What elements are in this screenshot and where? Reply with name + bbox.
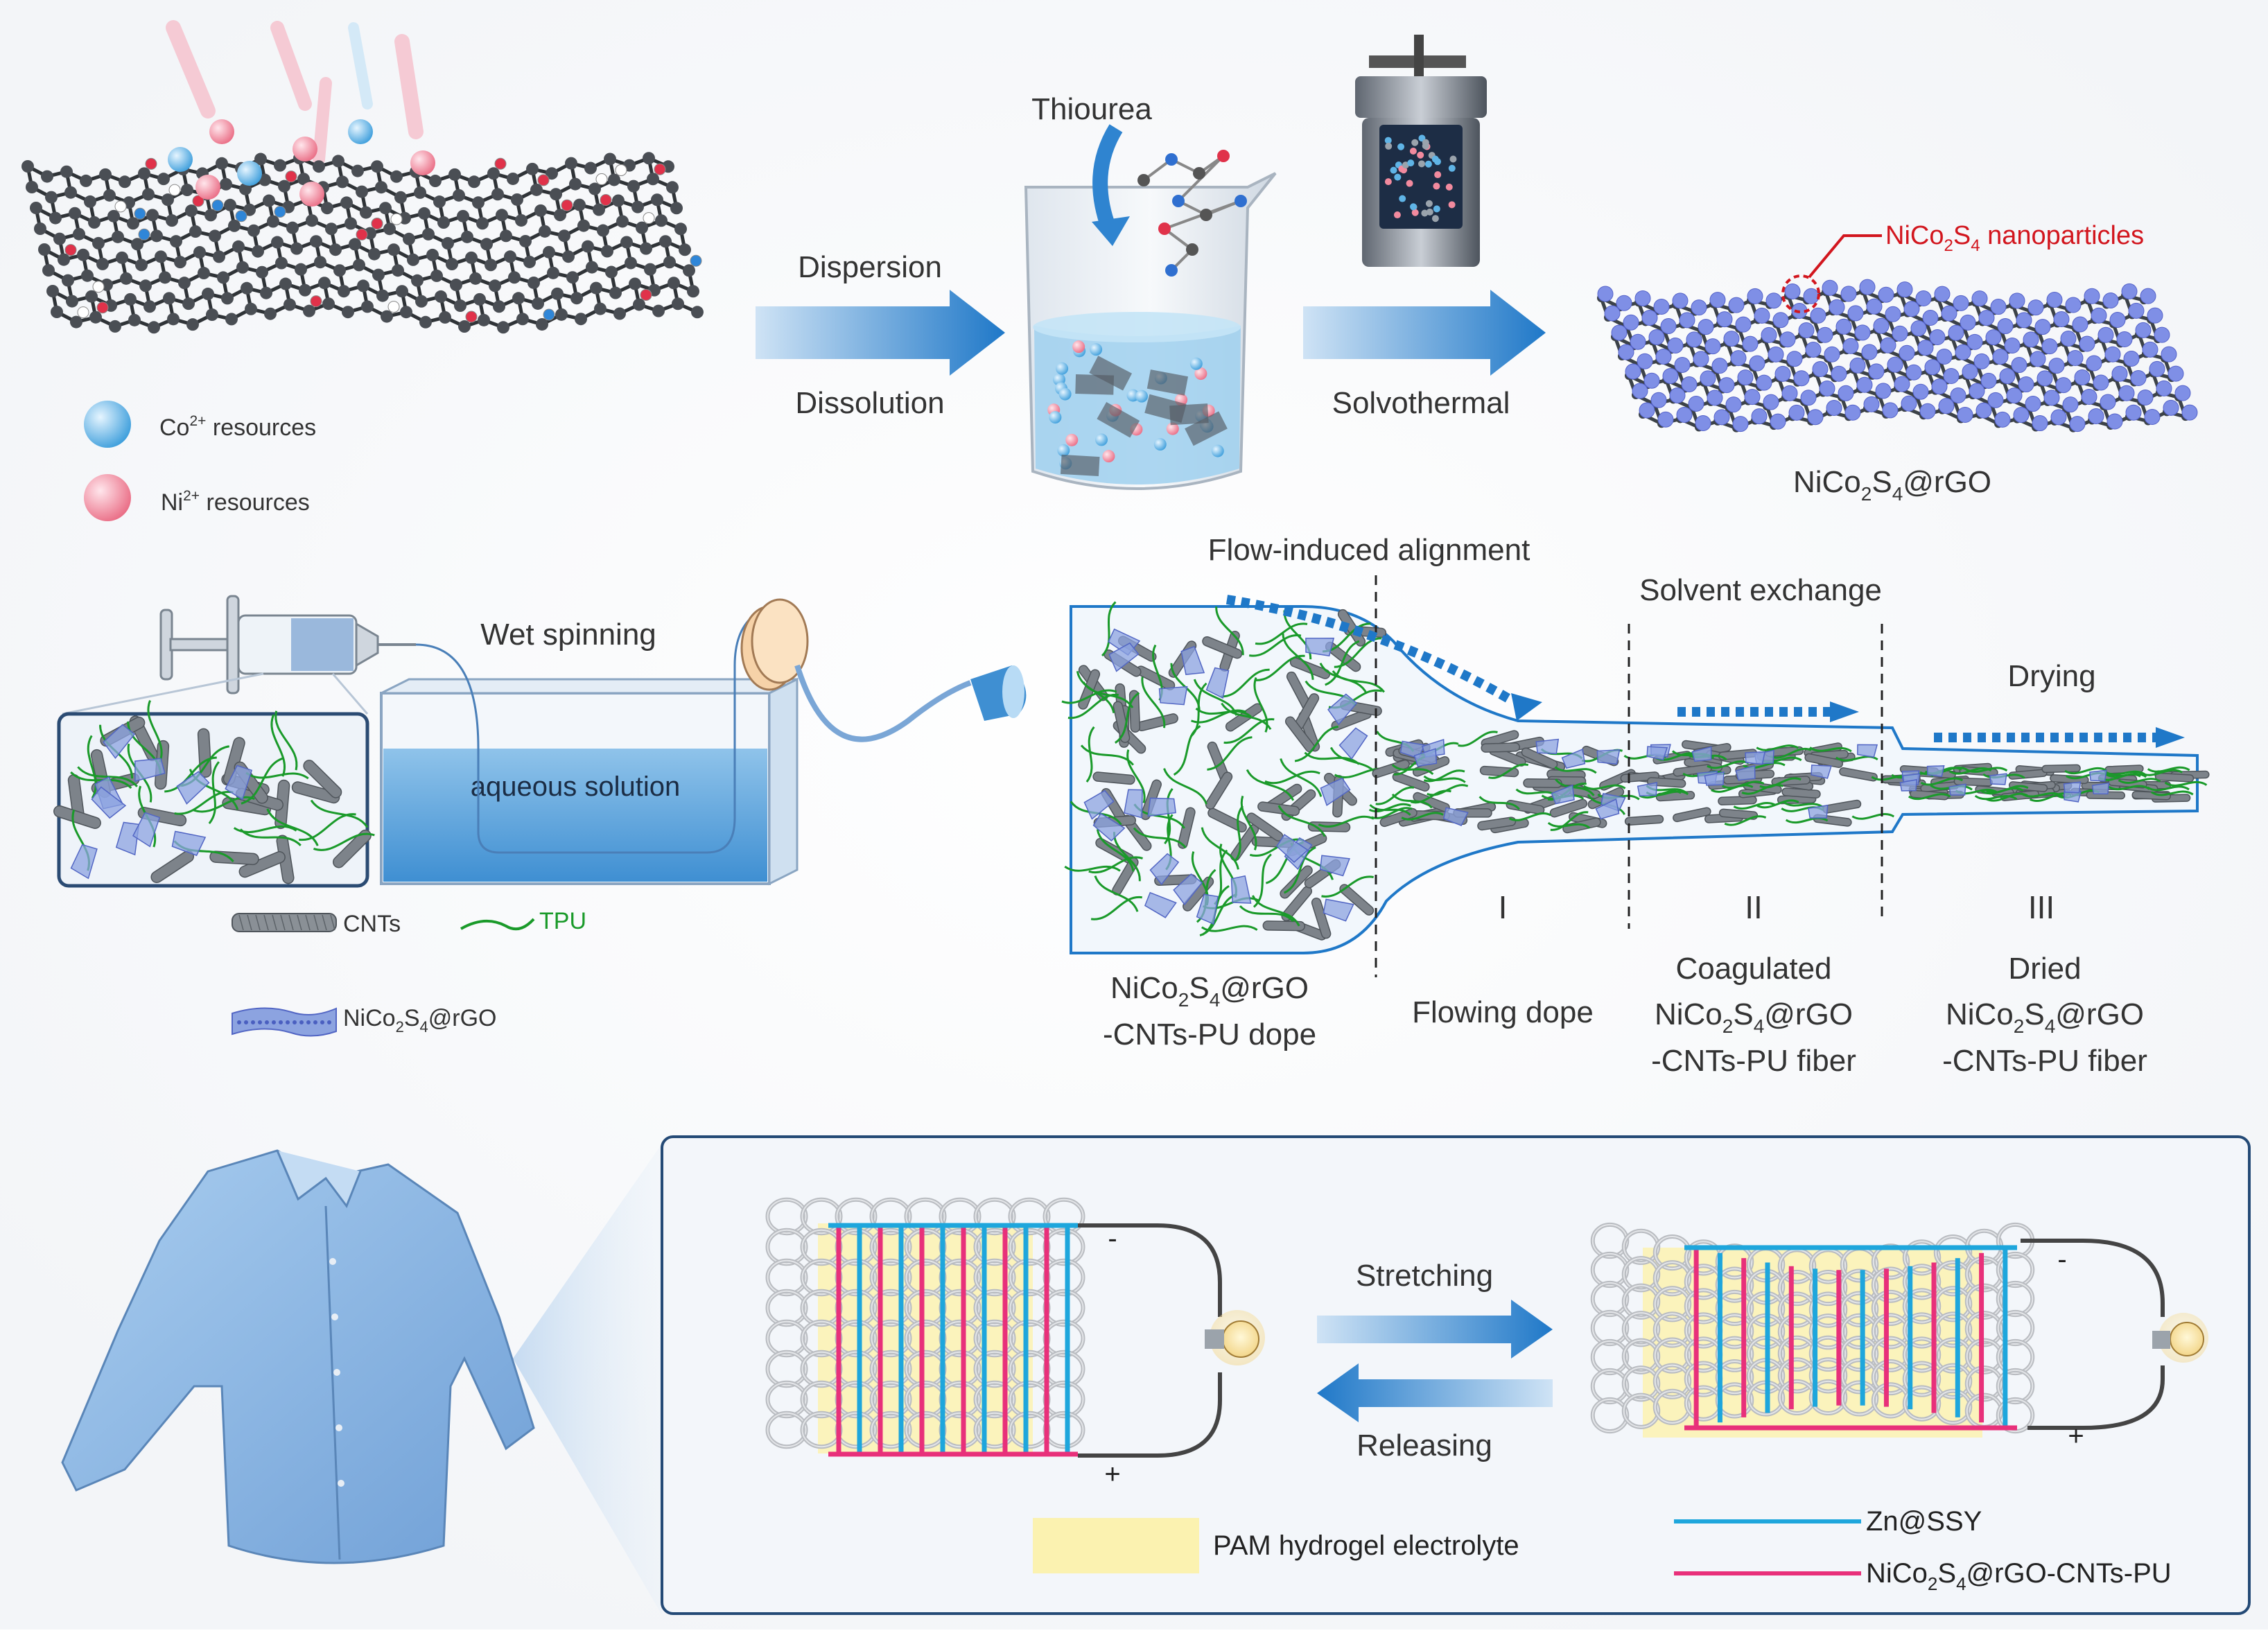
cnt-legend-marker (232, 913, 337, 932)
legend-zn-text: Zn@SSY (1866, 1506, 1982, 1537)
drying-label: Drying (2007, 659, 2095, 693)
knitted-battery-stretched (1590, 1222, 2035, 1438)
spun-fiber-path (415, 609, 769, 854)
fiber-contents (1061, 601, 2210, 941)
incoming-ion-streaks (166, 20, 424, 166)
stretching-label: Stretching (1356, 1259, 1493, 1293)
right-light-bulb-icon (2152, 1313, 2208, 1363)
flow-alignment-label: Flow-induced alignment (1208, 533, 1530, 567)
thiourea-arrowhead (1092, 216, 1130, 246)
stage-i-label: I (1499, 889, 1508, 925)
releasing-arrow (1317, 1363, 1553, 1422)
right-circuit-bottom-wire (2027, 1365, 2165, 1430)
right-circuit-top-wire (2021, 1239, 2165, 1317)
dried-caption-line1: Dried (2008, 952, 2081, 986)
right-positive-terminal: + (2068, 1421, 2084, 1451)
dispersion-arrow (756, 290, 1005, 376)
stretching-arrow (1317, 1300, 1553, 1359)
solvent-exchange-label: Solvent exchange (1639, 573, 1882, 607)
zoom-lines (62, 672, 369, 715)
legend-pam-text: PAM hydrogel electrolyte (1213, 1530, 1519, 1561)
dissolution-label: Dissolution (795, 386, 944, 420)
ni-ion-legend-marker (84, 474, 131, 521)
thiourea-label: Thiourea (1031, 92, 1152, 126)
solvothermal-arrow (1303, 290, 1546, 376)
knitted-battery-relaxed (765, 1197, 1085, 1457)
syringe (159, 595, 416, 695)
flowing-dope-caption: Flowing dope (1412, 995, 1594, 1029)
solvothermal-label: Solvothermal (1332, 386, 1510, 420)
beaker (1024, 172, 1277, 490)
dope-zoom-content (53, 699, 375, 884)
nanoparticle-highlight-circle (1781, 274, 1820, 313)
nico2s4-rgo-sheet (1597, 279, 2198, 433)
take-up-roller (740, 598, 809, 691)
coagulated-caption-line1: Coagulated (1675, 952, 1831, 986)
solvent-exchange-arrowhead (1830, 701, 1859, 722)
left-circuit-bottom-wire (1078, 1372, 1222, 1458)
left-positive-terminal: + (1104, 1459, 1120, 1490)
shirt (61, 1149, 535, 1564)
tpu-legend-marker (460, 918, 535, 931)
dried-caption-line3: -CNTs-PU fiber (1942, 1044, 2147, 1078)
legend-nico-text: NiCo2S4@rGO-CNTs-PU (1866, 1558, 2172, 1594)
dried-caption-line2: NiCo2S4@rGO (1946, 997, 2144, 1037)
aqueous-solution-label: aqueous solution (471, 771, 680, 802)
stage-ii-label: II (1745, 889, 1763, 925)
thiourea-molecule (1137, 150, 1247, 277)
legend-cnts-text: CNTs (343, 911, 401, 937)
wet-spinning-label: Wet spinning (480, 618, 656, 652)
legend-co-text: Co2+ resources (159, 413, 316, 441)
dispersion-label: Dispersion (798, 250, 942, 284)
fiber-end-face (1002, 665, 1024, 718)
right-negative-terminal: - (2057, 1244, 2066, 1275)
nico2s4-rgo-legend-marker (232, 1007, 337, 1037)
pam-legend-swatch (1033, 1518, 1199, 1573)
nanoparticle-leader-line (1808, 234, 1882, 279)
legend-composite-text: NiCo2S4@rGO (343, 1005, 497, 1036)
autoclave (1355, 35, 1487, 267)
left-light-bulb-icon (1205, 1310, 1265, 1365)
stage-iii-label: III (2028, 889, 2055, 925)
flow-alignment-arrow (1225, 595, 1514, 705)
legend-tpu-text: TPU (539, 908, 586, 934)
left-circuit-top-wire (1078, 1223, 1222, 1317)
nanoparticles-label: NiCo2S4 nanoparticles (1885, 221, 2144, 255)
releasing-label: Releasing (1357, 1429, 1492, 1462)
zoom-fan (513, 1144, 662, 1615)
dope-caption-line2: -CNTs-PU dope (1103, 1018, 1316, 1051)
left-negative-terminal: - (1108, 1223, 1117, 1254)
co-ion-legend-marker (84, 401, 131, 448)
output-fiber (794, 664, 972, 742)
thiourea-arrow (1092, 124, 1123, 232)
coagulated-caption-line3: -CNTs-PU fiber (1651, 1044, 1856, 1078)
drying-arrowhead (2156, 727, 2185, 748)
flow-alignment-arrowhead (1511, 693, 1542, 721)
graphene-oxide-sheet (21, 119, 704, 334)
